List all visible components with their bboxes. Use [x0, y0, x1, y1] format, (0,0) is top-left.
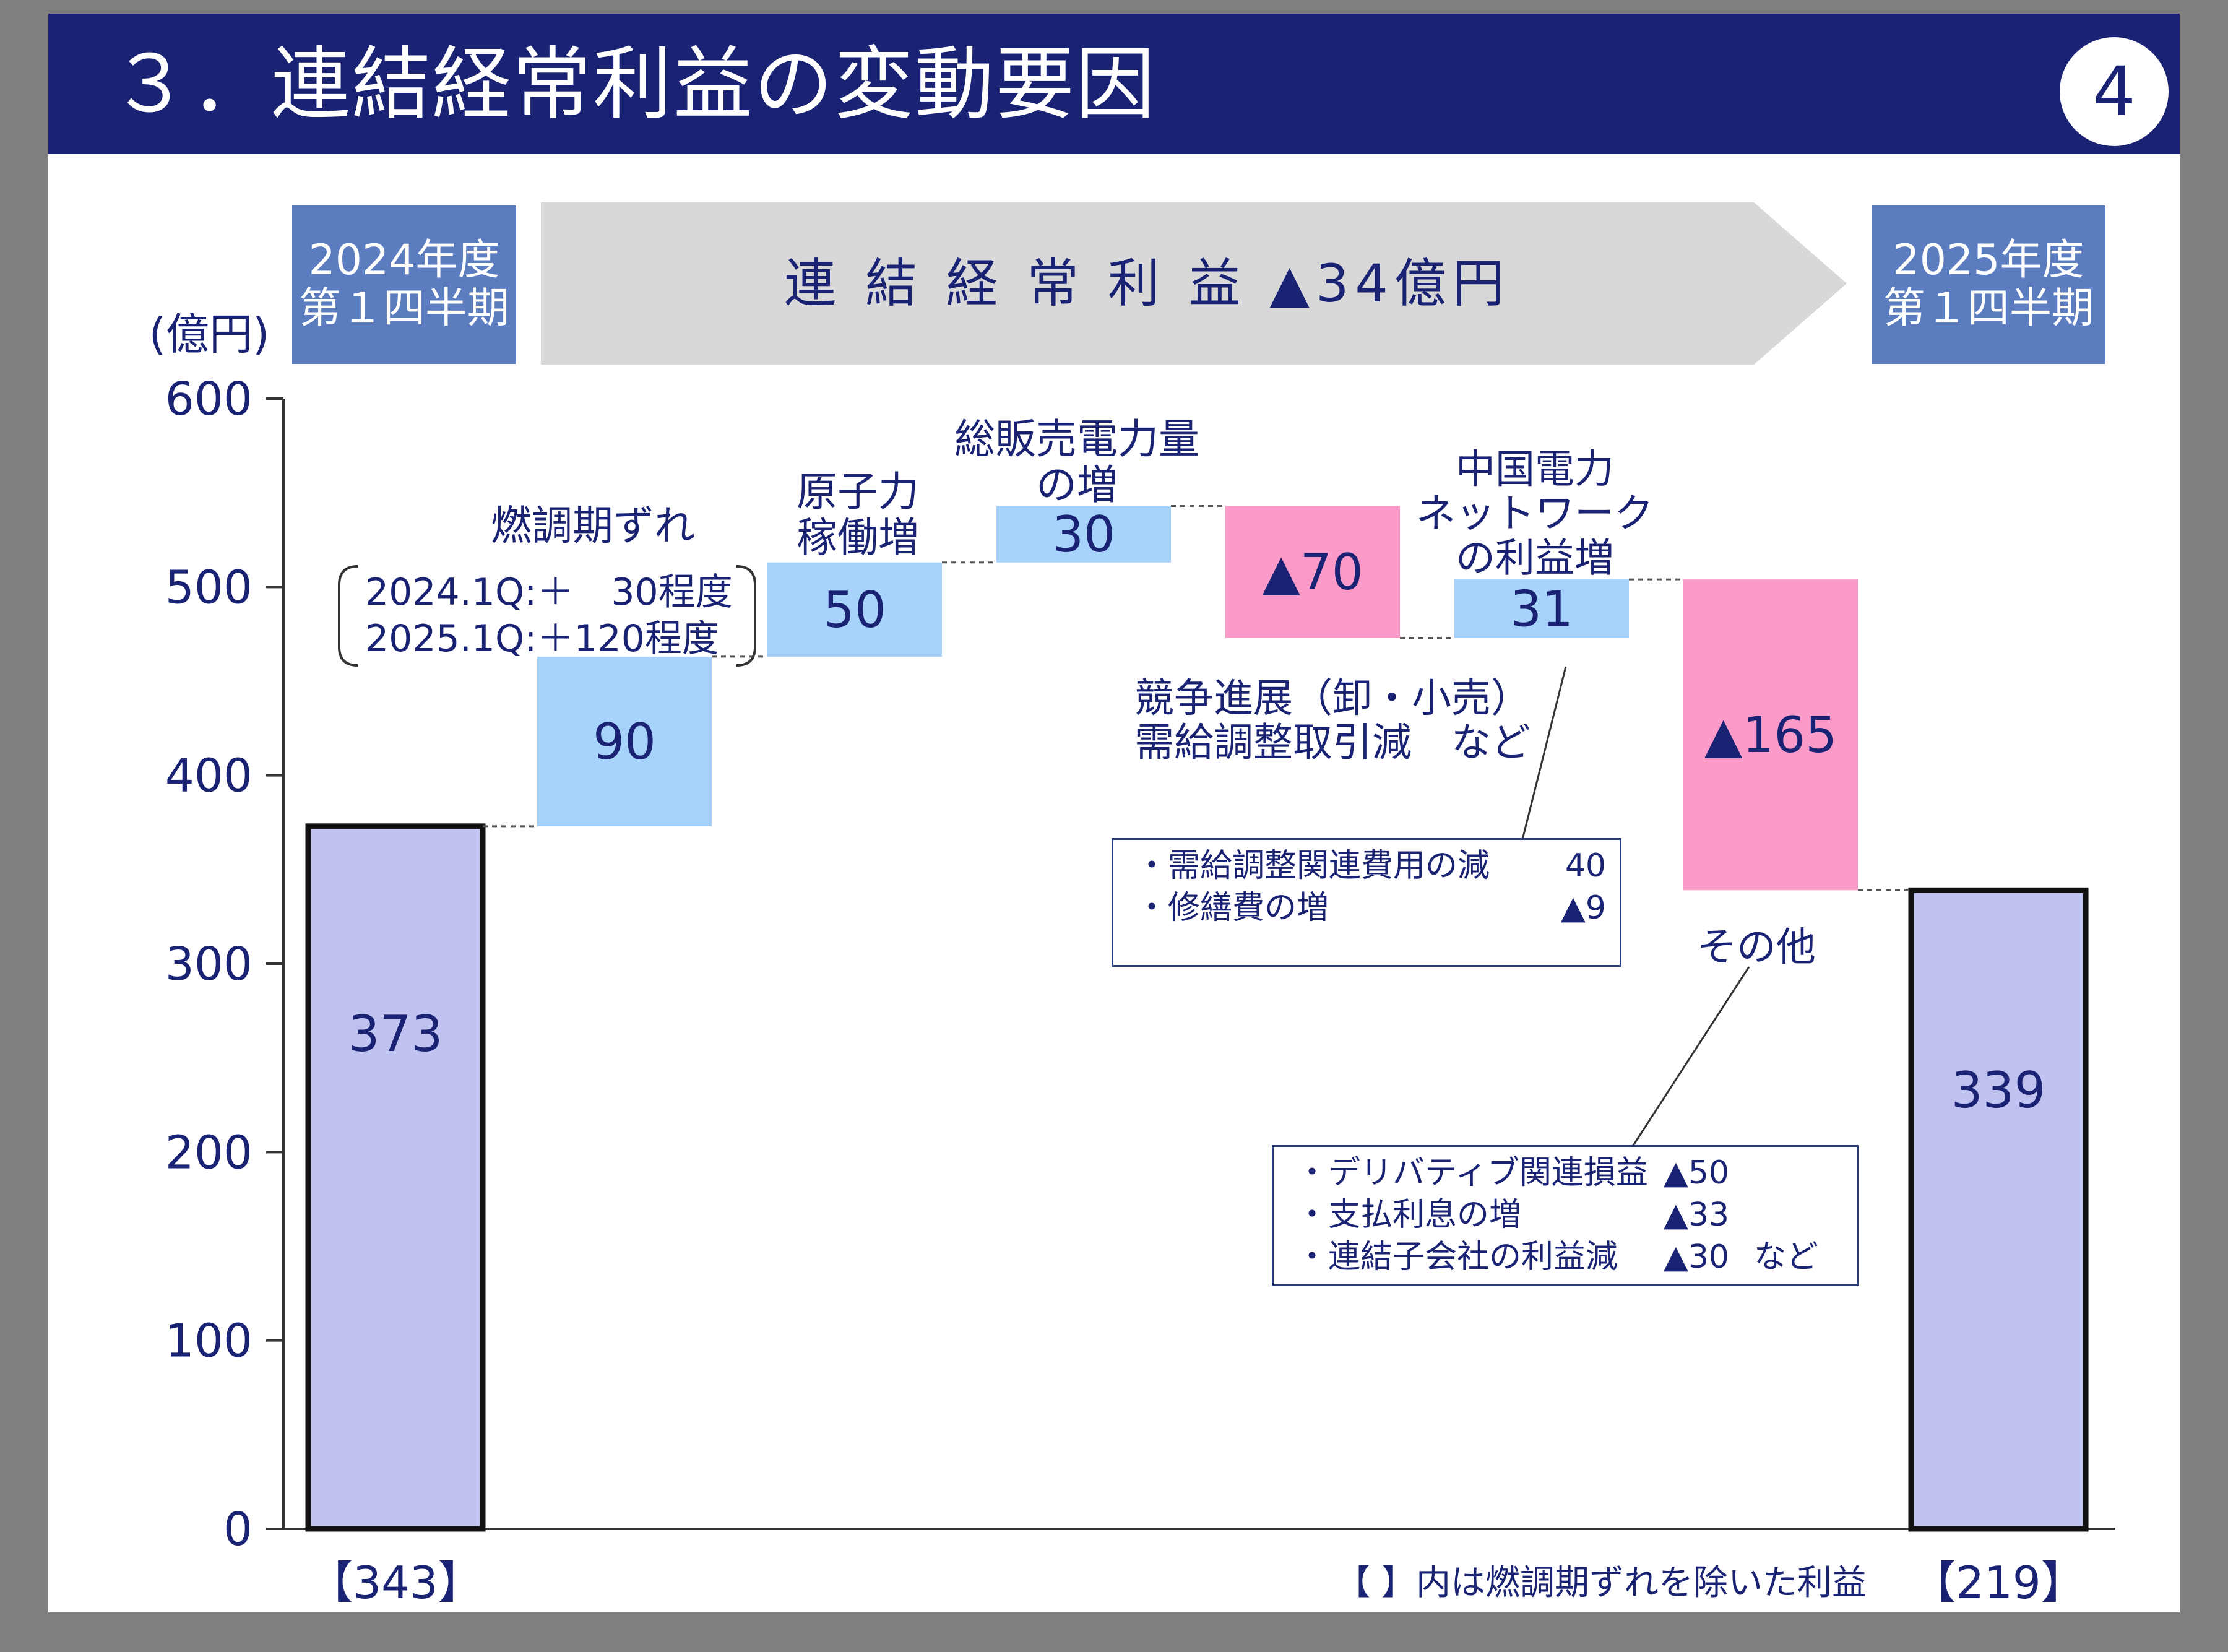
- note-row: ・支払利息の増 ▲33: [1296, 1194, 1857, 1236]
- note-label: ・デリバティブ関連損益: [1296, 1154, 1648, 1191]
- note-value: ▲9: [1560, 889, 1606, 927]
- note-label: ・支払利息の増: [1296, 1196, 1522, 1234]
- y-tick-label: 0: [223, 1503, 253, 1556]
- fuel-note-left-bracket: [338, 565, 358, 667]
- bar-value-label: 339: [1951, 1062, 2046, 1119]
- other-leader-line: [1631, 966, 1750, 1147]
- period-end-line1: 2025年度: [1893, 236, 2084, 285]
- decrease-bar: [1683, 579, 1858, 891]
- note-label: ・連結子会社の利益減: [1296, 1239, 1618, 1276]
- network-breakdown-box: ・需給調整関連費用の減 40 ・修繕費の増 ▲9: [1112, 838, 1621, 967]
- waterfall-chart: 0 100 200 300 400 500 600 (億円) 373 【343】 90 50 30 ▲70…: [149, 309, 2115, 1609]
- caption-competition: 競争進展（卸・小売）需給調整取引減 など: [1134, 676, 1531, 766]
- bar-value-label: 373: [348, 1005, 443, 1063]
- period-end-box: 2025年度 第１四半期: [1872, 205, 2105, 364]
- bar-value-label: 50: [823, 581, 886, 639]
- period-start-box: 2024年度 第１四半期: [292, 205, 516, 364]
- y-tick-label: 400: [165, 750, 253, 803]
- caption-sales-volume: 総販売電力量の増: [954, 415, 1199, 509]
- period-start-line1: 2024年度: [308, 236, 500, 285]
- period-end-line2: 第１四半期: [1883, 284, 2094, 333]
- decrease-bar: [1225, 506, 1400, 638]
- caption-fuel-cost-lag: 燃調期ずれ: [491, 502, 695, 550]
- bar-value-label: 90: [593, 713, 656, 771]
- note-label: ・修繕費の増: [1136, 889, 1329, 927]
- y-tick-label: 600: [165, 373, 253, 426]
- other-breakdown-box: ・デリバティブ関連損益 ▲50 ・支払利息の増 ▲33 ・連結子会社の利益減 ▲…: [1272, 1145, 1859, 1286]
- slide: ３．連結経常利益の変動要因 4 2024年度 第１四半期 連 結 経 常 利 益…: [48, 14, 2180, 1612]
- bar-value-label: 30: [1052, 506, 1115, 563]
- note-suffix: など: [1754, 1239, 1819, 1276]
- increase-bar: [767, 562, 942, 657]
- change-banner: 連 結 経 常 利 益 ▲34億円: [541, 202, 1847, 365]
- increase-bar: [537, 656, 712, 826]
- y-tick-label: 100: [165, 1315, 253, 1368]
- slide-title: ３．連結経常利益の変動要因: [110, 38, 1157, 131]
- total-bar: [1908, 887, 2089, 1532]
- y-tick-label: 300: [165, 938, 253, 991]
- title-bar: ３．連結経常利益の変動要因 4: [48, 14, 2180, 154]
- bar-value-label: ▲165: [1704, 706, 1837, 764]
- network-leader-line: [1521, 666, 1567, 840]
- note-value: ▲50: [1663, 1154, 1729, 1191]
- bracket-value-label: 【343】: [308, 1557, 482, 1609]
- total-bar: [305, 823, 486, 1532]
- caption-network: 中国電力ネットワークの利益増: [1416, 447, 1654, 581]
- fuel-note-right-bracket: [736, 565, 756, 667]
- change-banner-text: 連 結 経 常 利 益 ▲34億円: [784, 253, 1511, 314]
- fuel-note-line1: 2024.1Q:＋ 30程度: [365, 571, 733, 614]
- page-number-badge: 4: [2060, 37, 2169, 146]
- caption-other: その他: [1697, 925, 1816, 971]
- y-axis-unit-label: (億円): [149, 309, 270, 360]
- y-tick-label: 500: [165, 561, 253, 614]
- period-start-line2: 第１四半期: [298, 284, 509, 333]
- note-row: ・連結子会社の利益減 ▲30 など: [1296, 1236, 1857, 1278]
- note-value: 40: [1565, 847, 1606, 884]
- note-label: ・需給調整関連費用の減: [1136, 847, 1490, 884]
- increase-bar: [996, 506, 1171, 563]
- note-value: ▲33: [1663, 1196, 1729, 1234]
- bar-value-label: ▲70: [1262, 543, 1363, 601]
- increase-bar: [1454, 579, 1629, 638]
- y-tick-label: 200: [165, 1126, 253, 1179]
- footnote: 【 】内は燃調期ずれを除いた利益: [1336, 1563, 1867, 1603]
- caption-nuclear: 原子力稼働増: [797, 468, 919, 561]
- note-value: ▲30: [1663, 1239, 1729, 1276]
- fuel-note-line2: 2025.1Q:＋120程度: [365, 617, 719, 660]
- bar-value-label: 31: [1510, 580, 1573, 638]
- note-row: ・修繕費の増 ▲9: [1136, 887, 1620, 929]
- banner-arrow-shape: [541, 202, 1847, 365]
- note-row: ・デリバティブ関連損益 ▲50: [1296, 1152, 1857, 1194]
- note-row: ・需給調整関連費用の減 40: [1136, 845, 1620, 887]
- bracket-value-label: 【219】: [1911, 1557, 2085, 1609]
